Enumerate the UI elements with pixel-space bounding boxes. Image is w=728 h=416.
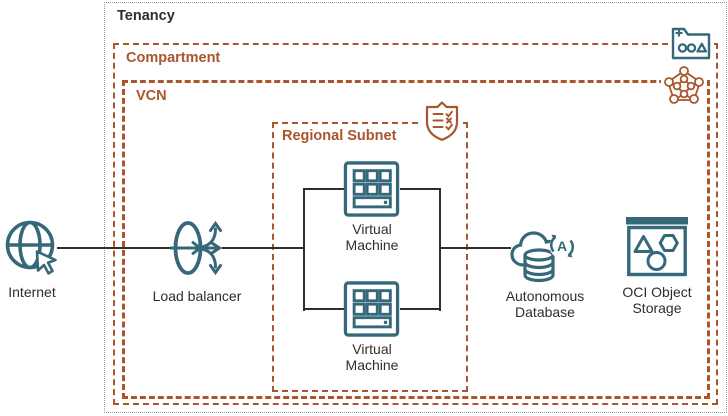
regional-subnet-label: Regional Subnet (282, 128, 397, 144)
connector-vms-database (441, 247, 511, 249)
virtual-machine-bottom-label: Virtual Machine (345, 341, 399, 373)
compartment-folder-icon (668, 25, 714, 61)
connector-right-bracket (439, 188, 441, 311)
object-storage-icon (626, 217, 688, 277)
virtual-machine-top-node (343, 161, 400, 217)
object-storage-label: OCI Object Storage (622, 284, 692, 316)
virtual-machine-bottom-node (343, 281, 400, 337)
svg-text:A: A (557, 238, 567, 254)
autonomous-database-node: A (509, 224, 575, 286)
connector-loadbalancer-vms (222, 247, 304, 249)
load-balancer-label: Load balancer (152, 288, 242, 304)
vcn-network-icon (661, 64, 707, 106)
vcn-box: VCN (122, 80, 710, 399)
load-balancer-icon (170, 220, 223, 276)
connector-internet-loadbalancer (57, 247, 176, 249)
internet-label: Internet (8, 284, 56, 300)
connector-vm2-left-stub (304, 308, 344, 310)
internet-node (4, 219, 60, 275)
object-storage-node (626, 217, 688, 277)
globe-cursor-icon (5, 220, 57, 275)
connector-vm2-right-stub (400, 308, 440, 310)
load-balancer-node (170, 216, 224, 280)
security-list-shield-icon (421, 100, 463, 142)
connector-vm1-left-stub (304, 188, 344, 190)
compartment-box: Compartment (113, 43, 718, 405)
vcn-label: VCN (136, 88, 167, 104)
virtual-machine-icon (343, 161, 400, 217)
autonomous-database-icon: A (510, 231, 575, 283)
connector-left-bracket (303, 188, 305, 311)
regional-subnet-box: Regional Subnet (272, 122, 468, 392)
virtual-machine-icon (343, 281, 400, 337)
tenancy-box: Tenancy (104, 2, 727, 413)
virtual-machine-top-label: Virtual Machine (345, 221, 399, 253)
tenancy-label: Tenancy (117, 8, 175, 24)
autonomous-database-label: Autonomous Database (505, 288, 585, 320)
connector-vm1-right-stub (400, 188, 440, 190)
compartment-label: Compartment (126, 50, 221, 66)
